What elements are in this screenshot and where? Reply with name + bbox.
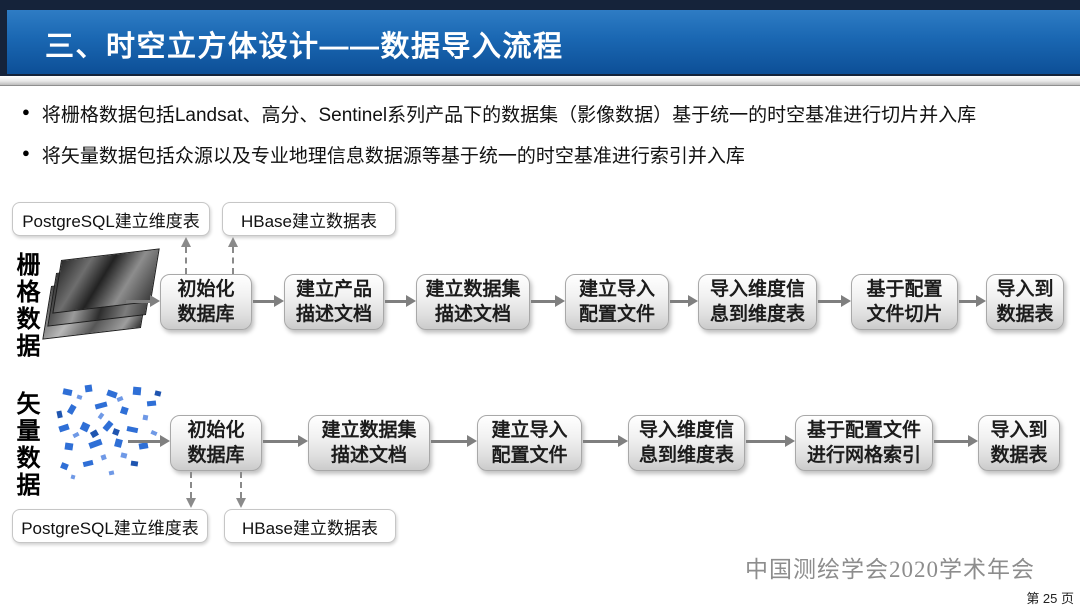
page-title: 三、时空立方体设计——数据导入流程: [45, 31, 564, 63]
raster-box-dataset-doc: 建立数据集 描述文档: [416, 274, 530, 330]
bullet-text: 将矢量数据包括众源以及专业地理信息数据源等基于统一的时空基准进行索引并入库: [41, 146, 745, 167]
vector-box-dataset-doc: 建立数据集 描述文档: [308, 415, 430, 471]
flow-arrow-icon: [128, 435, 170, 447]
dashed-arrow-up-icon: [228, 237, 238, 274]
flow-arrow-icon: [583, 435, 628, 447]
vector-box-init-database: 初始化 数据库: [170, 415, 262, 471]
postgresql-dimension-table-box: PostgreSQL建立维度表: [12, 509, 208, 543]
vector-data-thumbnail: [56, 384, 162, 480]
bullet-text: 将栅格数据包括Landsat、高分、Sentinel系列产品下的数据集（影像数据…: [41, 105, 977, 126]
bullet-icon: ●: [22, 104, 30, 119]
vector-data-label: 矢量数据: [12, 391, 39, 499]
raster-data-label: 栅格数据: [12, 252, 39, 360]
postgresql-dimension-table-box: PostgreSQL建立维度表: [12, 202, 210, 236]
dashed-arrow-down-icon: [236, 472, 246, 508]
raster-box-import-data-table: 导入到 数据表: [986, 274, 1064, 330]
flow-arrow-icon: [670, 295, 698, 307]
flow-arrow-icon: [746, 435, 795, 447]
header-divider: [0, 76, 1080, 86]
flow-arrow-icon: [531, 295, 565, 307]
vector-box-import-data-table: 导入到 数据表: [978, 415, 1060, 471]
raster-box-slice-by-config: 基于配置 文件切片: [851, 274, 958, 330]
vector-box-dimension-import: 导入维度信 息到维度表: [628, 415, 745, 471]
dashed-arrow-down-icon: [186, 472, 196, 508]
flow-arrow-icon: [934, 435, 978, 447]
flow-arrow-icon: [818, 295, 851, 307]
raster-box-dimension-import: 导入维度信 息到维度表: [698, 274, 817, 330]
raster-box-init-database: 初始化 数据库: [160, 274, 252, 330]
bullet-item: ● 将矢量数据包括众源以及专业地理信息数据源等基于统一的时空基准进行索引并入库: [22, 141, 1072, 168]
conference-name: 中国测绘学会2020学术年会: [745, 557, 1035, 582]
bullet-icon: ●: [22, 145, 30, 160]
flow-arrow-icon: [431, 435, 477, 447]
raster-box-product-doc: 建立产品 描述文档: [284, 274, 384, 330]
vector-box-import-config: 建立导入 配置文件: [477, 415, 582, 471]
hbase-data-table-box: HBase建立数据表: [224, 509, 396, 543]
flow-arrow-icon: [126, 295, 160, 307]
hbase-data-table-box: HBase建立数据表: [222, 202, 396, 236]
flow-arrow-icon: [253, 295, 284, 307]
flow-arrow-icon: [263, 435, 308, 447]
flow-arrow-icon: [959, 295, 986, 307]
flow-arrow-icon: [385, 295, 416, 307]
dashed-arrow-up-icon: [181, 237, 191, 274]
header-title-bar: [7, 10, 1080, 74]
page-number: 第 25 页: [1026, 591, 1074, 606]
vector-box-grid-index: 基于配置文件 进行网格索引: [795, 415, 933, 471]
raster-box-import-config: 建立导入 配置文件: [565, 274, 669, 330]
bullet-item: ● 将栅格数据包括Landsat、高分、Sentinel系列产品下的数据集（影像…: [22, 100, 1072, 127]
